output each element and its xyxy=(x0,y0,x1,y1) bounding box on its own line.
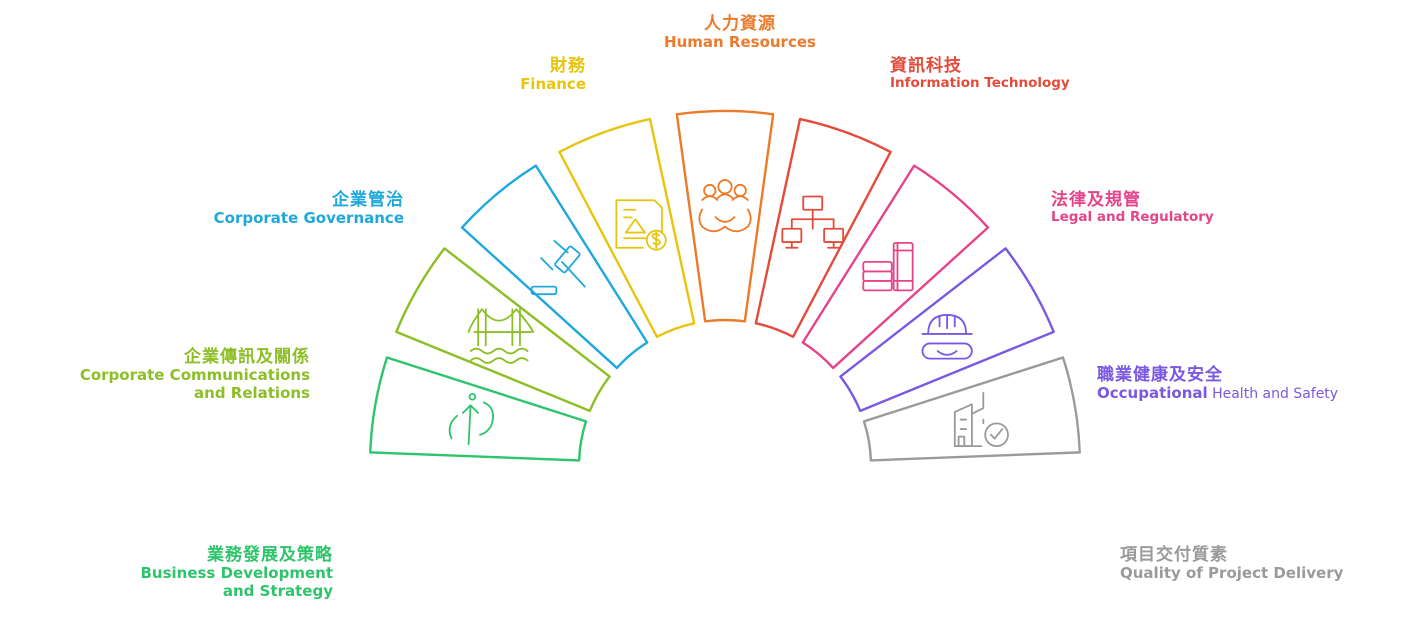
segment-outline-finance xyxy=(558,117,696,339)
growth-arrow-icon xyxy=(448,393,494,446)
label-corporate-communications: 企業傳訊及關係 Corporate Communications and Rel… xyxy=(79,347,310,402)
segment-outline-hr xyxy=(675,109,775,323)
segment-hr xyxy=(675,109,775,323)
segment-communications xyxy=(395,247,611,413)
label-human-resources: 人力資源 Human Resources xyxy=(664,14,816,52)
segment-outline-legal xyxy=(801,164,990,370)
segment-outline-governance xyxy=(460,164,649,370)
segment-outline-it xyxy=(754,117,892,339)
gavel-icon xyxy=(530,240,586,296)
people-gear-icon xyxy=(698,179,752,233)
label-business-development: 業務發展及策略 Business Development and Strateg… xyxy=(140,545,333,600)
label-quality-delivery: 項目交付質素 Quality of Project Delivery xyxy=(1120,545,1344,583)
finance-document-icon xyxy=(615,199,667,251)
law-books-icon xyxy=(862,242,914,292)
segment-it xyxy=(754,117,892,339)
segment-outline-communications xyxy=(395,247,611,413)
segment-quality xyxy=(862,356,1081,462)
bridge-icon xyxy=(467,308,535,364)
label-finance: 財務 Finance xyxy=(520,56,586,94)
segment-safety xyxy=(839,247,1055,413)
segment-outline-business xyxy=(369,356,588,462)
label-occupational-word: Occupational xyxy=(1097,384,1208,403)
segment-finance xyxy=(558,117,696,339)
network-computers-icon xyxy=(781,195,845,249)
segment-governance xyxy=(460,164,649,370)
segment-outline-safety xyxy=(839,247,1055,413)
segment-business xyxy=(369,356,588,462)
hardhat-goggles-icon xyxy=(921,314,973,360)
label-health-safety-words: Health and Safety xyxy=(1207,386,1339,403)
label-occupational-safety: 職業健康及安全 Occupational Health and Safety xyxy=(1097,365,1339,403)
segment-outline-quality xyxy=(862,356,1081,462)
segment-legal xyxy=(801,164,990,370)
label-corporate-governance: 企業管治 Corporate Governance xyxy=(213,190,404,228)
label-legal-regulatory: 法律及規管 Legal and Regulatory xyxy=(1051,190,1214,226)
building-check-icon xyxy=(953,392,1009,448)
label-information-technology: 資訊科技 Information Technology xyxy=(890,56,1070,92)
